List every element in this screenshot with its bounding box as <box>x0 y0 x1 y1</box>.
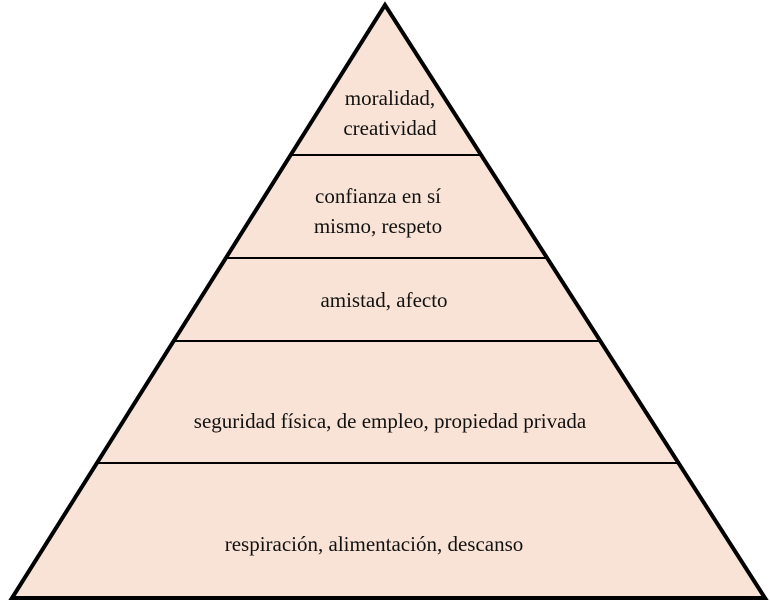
level-text: moralidad, <box>345 86 435 110</box>
level-text: confianza en sí <box>315 184 441 208</box>
pyramid-triangle <box>8 1 769 600</box>
level-belonging: amistad, afecto <box>320 288 447 312</box>
level-physiological: respiración, alimentación, descanso <box>225 532 524 556</box>
level-text: seguridad física, de empleo, propiedad p… <box>194 409 587 433</box>
level-safety: seguridad física, de empleo, propiedad p… <box>194 409 587 433</box>
level-text: respiración, alimentación, descanso <box>225 532 524 556</box>
level-text: amistad, afecto <box>320 288 447 312</box>
level-text: creatividad <box>343 116 437 140</box>
level-self-actualization: moralidad, creatividad <box>343 86 437 140</box>
level-text: mismo, respeto <box>314 214 442 238</box>
level-esteem: confianza en sí mismo, respeto <box>314 184 442 238</box>
